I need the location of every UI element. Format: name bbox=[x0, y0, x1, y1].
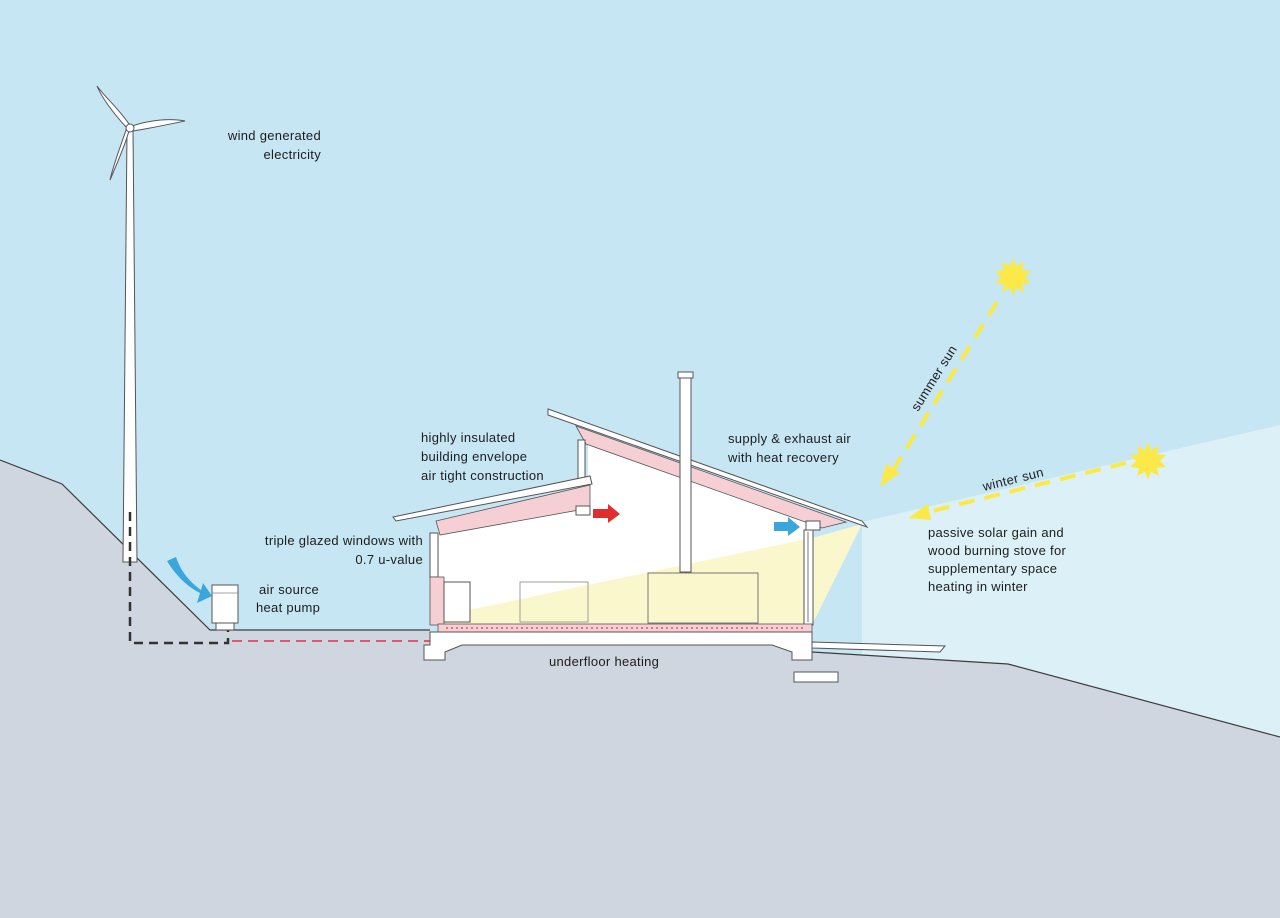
ground bbox=[0, 460, 1280, 918]
turbine-blade-down bbox=[109, 129, 130, 181]
east-glazing bbox=[803, 529, 814, 626]
label-passive-line-1: passive solar gain and bbox=[928, 525, 1064, 540]
fresh-air-arrow-icon bbox=[774, 517, 800, 536]
winter-ray-arrowhead bbox=[908, 504, 931, 520]
summer-ray-arrowhead bbox=[880, 464, 900, 487]
wood-burning-stove bbox=[647, 572, 759, 624]
mvhr-unit-west bbox=[575, 505, 591, 516]
label-triple-line-2: 0.7 u-value bbox=[355, 552, 423, 567]
turbine-blade-right bbox=[131, 119, 186, 132]
winter-sun-ray bbox=[927, 461, 1127, 514]
lower-roof bbox=[392, 475, 593, 522]
kitchen-counter bbox=[519, 581, 589, 623]
kitchen-unit bbox=[443, 581, 471, 623]
turbine-power-cable bbox=[128, 512, 230, 645]
ground-line-right bbox=[811, 651, 1280, 738]
label-heatpump-line-1: air source bbox=[259, 582, 319, 597]
label-wind-line-1: wind generated bbox=[227, 128, 321, 143]
wind-turbine-icon bbox=[96, 85, 186, 563]
west-wall-insulation bbox=[429, 576, 445, 626]
roof-insulation bbox=[575, 425, 848, 529]
footing bbox=[793, 671, 839, 683]
mvhr-unit-east bbox=[805, 520, 821, 531]
chimney-cap bbox=[677, 371, 694, 379]
upper-roof bbox=[547, 408, 869, 529]
terrace bbox=[811, 641, 947, 653]
warm-air-arrow-icon bbox=[593, 504, 620, 523]
label-heatpump-line-2: heat pump bbox=[256, 600, 320, 615]
label-triple-line-1: triple glazed windows with bbox=[265, 533, 423, 548]
label-insulated-line-2: building envelope bbox=[421, 449, 527, 464]
turbine-blade-up bbox=[96, 85, 130, 129]
chimney bbox=[679, 371, 692, 573]
label-passive-line-2: wood burning stove for bbox=[927, 543, 1066, 558]
house-section bbox=[392, 371, 947, 683]
label-passive-line-4: heating in winter bbox=[928, 579, 1028, 594]
label-supply-line-2: with heat recovery bbox=[727, 450, 839, 465]
clerestory-window bbox=[577, 439, 586, 483]
label-underfloor: underfloor heating bbox=[549, 654, 659, 669]
foundation bbox=[423, 631, 813, 661]
turbine-hub bbox=[125, 123, 135, 133]
summer-sun-ray bbox=[890, 300, 999, 474]
summer-sun-icon bbox=[995, 258, 1031, 296]
winter-sun-icon bbox=[1130, 442, 1166, 480]
heat-pump-icon bbox=[211, 584, 239, 631]
label-insulated-line-1: highly insulated bbox=[421, 430, 515, 445]
air-intake-arrow-icon bbox=[167, 557, 212, 603]
label-wind-line-2: electricity bbox=[264, 147, 322, 162]
label-insulated-line-3: air tight construction bbox=[421, 468, 544, 483]
sun-icon bbox=[995, 258, 1166, 480]
label-supply-line-1: supply & exhaust air bbox=[728, 431, 851, 446]
label-passive-line-3: supplementary space bbox=[928, 561, 1057, 576]
floor-slab bbox=[437, 623, 813, 633]
west-window bbox=[429, 532, 439, 578]
